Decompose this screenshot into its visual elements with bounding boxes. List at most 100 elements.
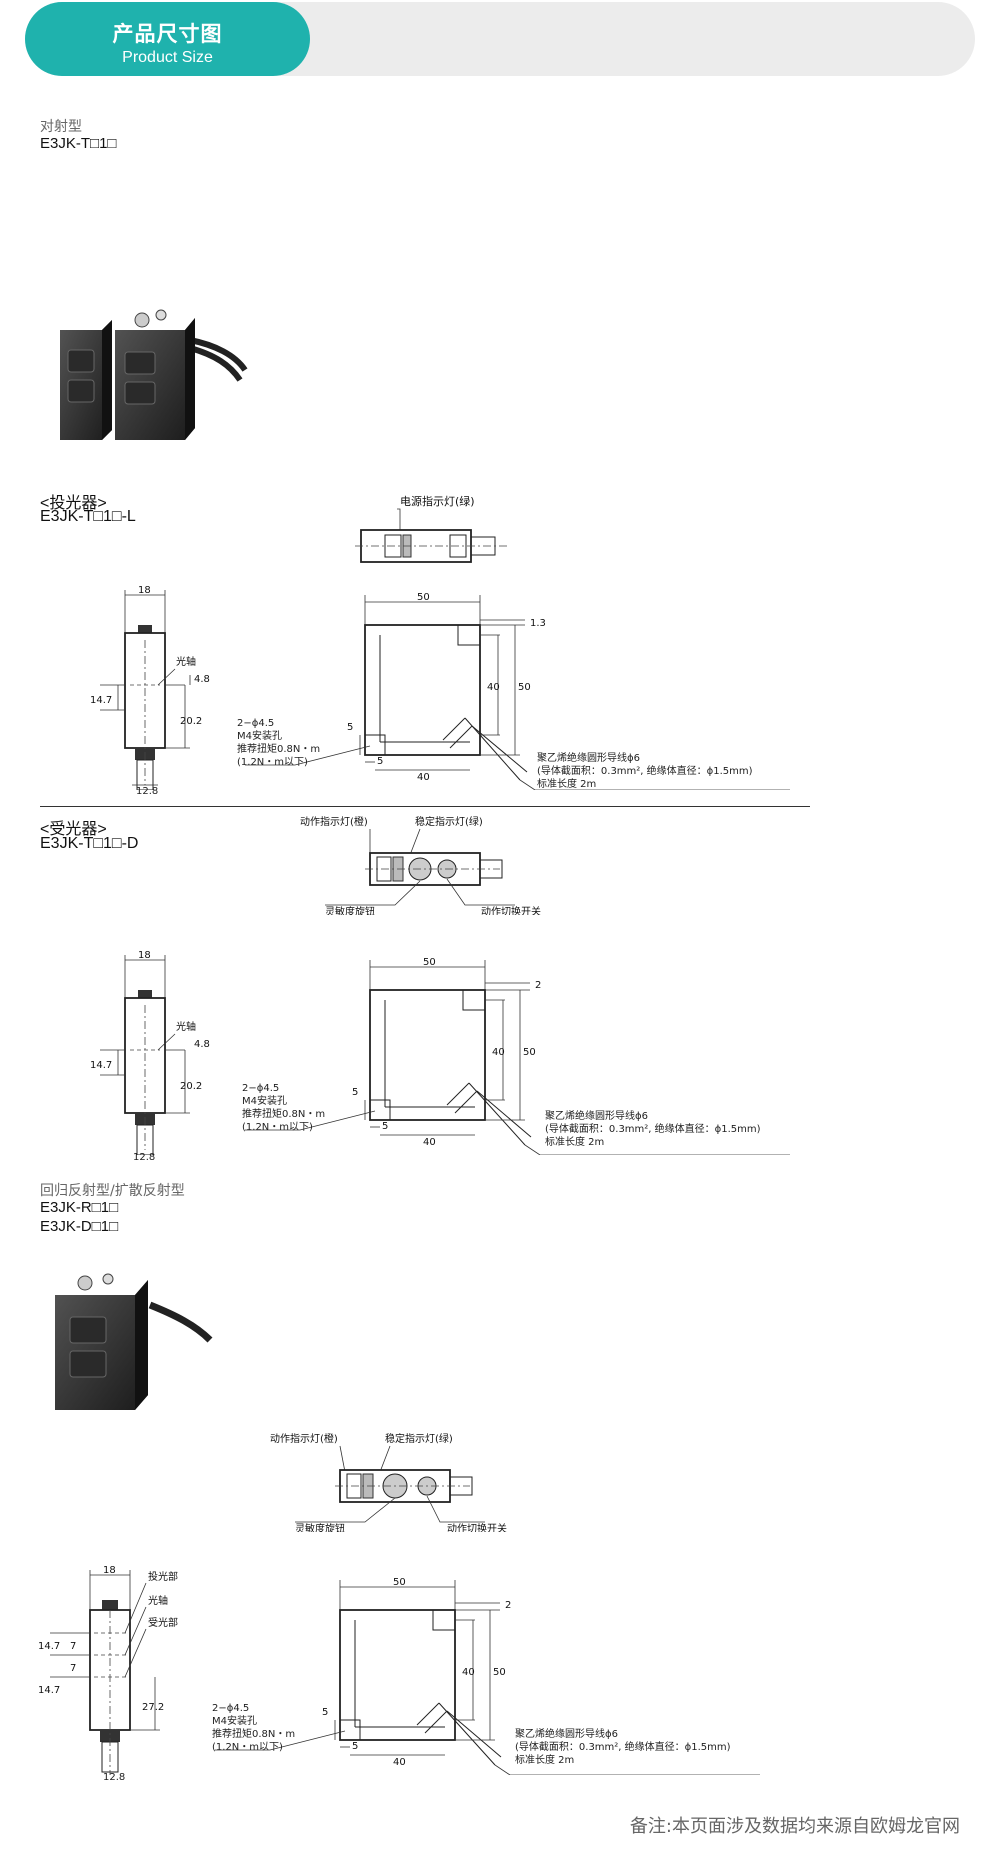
type-label-through-beam: 对射型 xyxy=(40,119,82,135)
section-divider xyxy=(40,806,810,807)
cable-line: 标准长度 2m xyxy=(515,1755,575,1766)
hole-line: M4安装孔 xyxy=(237,731,282,742)
dim-reflective-5b: 5 xyxy=(352,1741,358,1752)
hole-line: M4安装孔 xyxy=(212,1716,257,1727)
dim-receiver-18: 18 xyxy=(138,950,151,961)
dim-reflective-40: 40 xyxy=(393,1757,406,1768)
dim-emitter-40v: 40 xyxy=(487,682,500,693)
emitter-top-view: 电源指示灯(绿) xyxy=(355,495,510,563)
dim-reflective-27-2: 27.2 xyxy=(142,1702,164,1713)
receiver-front-view: 50 2 40 50 5 5 40 xyxy=(245,957,790,1155)
cable-line: (导体截面积：0.3mm², 绝缘体直径：ϕ1.5mm) xyxy=(545,1124,761,1135)
stable-led-callout-2: 稳定指示灯(绿) xyxy=(385,1432,453,1445)
dim-emitter-50: 50 xyxy=(417,592,430,603)
type-label-reflective: 回归反射型/扩散反射型 xyxy=(40,1183,185,1199)
header-title-cn: 产品尺寸图 xyxy=(112,22,223,46)
cable-line: (导体截面积：0.3mm², 绝缘体直径：ϕ1.5mm) xyxy=(537,766,753,777)
dim-reflective-2: 2 xyxy=(505,1600,511,1611)
mode-switch-callout-2: 动作切换开关 xyxy=(447,1522,507,1532)
dim-reflective-14-7b: 14.7 xyxy=(38,1685,60,1696)
hole-line: 推荐扭矩0.8N・m xyxy=(242,1109,326,1120)
stable-led-callout: 稳定指示灯(绿) xyxy=(415,815,483,828)
model-diffuse: E3JK-D□1□ xyxy=(40,1218,119,1235)
cable-line: 聚乙烯绝缘圆形导线ϕ6 xyxy=(537,753,640,764)
receiver-cable-note: 聚乙烯绝缘圆形导线ϕ6 (导体截面积：0.3mm², 绝缘体直径：ϕ1.5mm)… xyxy=(545,1110,761,1149)
reflective-side-view: 18 投光部 光轴 受光部 14.7 7 7 14.7 27.2 xyxy=(38,1565,178,1775)
cable-line: 聚乙烯绝缘圆形导线ϕ6 xyxy=(515,1729,618,1740)
dim-reflective-7a: 7 xyxy=(70,1641,76,1652)
dim-receiver-5a: 5 xyxy=(352,1087,358,1098)
dim-emitter-14-7: 14.7 xyxy=(90,695,112,706)
dim-reflective-5a: 5 xyxy=(322,1707,328,1718)
hole-line: 2−ϕ4.5 xyxy=(237,718,275,729)
dim-emitter-50v: 50 xyxy=(518,682,531,693)
emitter-side-view: 18 光轴 4.8 14.7 20.2 xyxy=(90,585,210,790)
cable-line: (导体截面积：0.3mm², 绝缘体直径：ϕ1.5mm) xyxy=(515,1742,731,1753)
dim-emitter-12-8: 12.8 xyxy=(136,786,159,797)
cable-line: 标准长度 2m xyxy=(537,779,597,790)
model-retroreflective: E3JK-R□1□ xyxy=(40,1199,119,1216)
dim-receiver-50: 50 xyxy=(423,957,436,968)
dim-receiver-20-2: 20.2 xyxy=(180,1081,202,1092)
dim-receiver-4-8: 4.8 xyxy=(194,1039,210,1050)
mode-switch-callout: 动作切换开关 xyxy=(481,905,541,915)
dim-reflective-14-7a: 14.7 xyxy=(38,1641,60,1652)
dim-emitter-40: 40 xyxy=(417,772,430,783)
dim-reflective-12-8: 12.8 xyxy=(103,1772,126,1783)
emitter-hole-note: 2−ϕ4.5 M4安装孔 推荐扭矩0.8N・m (1.2N・m以下) xyxy=(237,717,320,769)
hole-line: 推荐扭矩0.8N・m xyxy=(212,1729,296,1740)
model-through-beam: E3JK-T□1□ xyxy=(40,135,117,152)
dim-receiver-40v: 40 xyxy=(492,1047,505,1058)
emitter-model: E3JK-T□1□-L xyxy=(40,508,136,525)
action-led-callout-2: 动作指示灯(橙) xyxy=(270,1432,338,1445)
dim-emitter-5b: 5 xyxy=(377,756,383,767)
hole-line: (1.2N・m以下) xyxy=(237,757,308,768)
dim-emitter-5a: 5 xyxy=(347,722,353,733)
dim-receiver-40: 40 xyxy=(423,1137,436,1148)
dim-reflective-50v: 50 xyxy=(493,1667,506,1678)
dim-reflective-18: 18 xyxy=(103,1565,116,1576)
dim-receiver-2: 2 xyxy=(535,980,541,991)
cable-line: 标准长度 2m xyxy=(545,1137,605,1148)
receiver-title: <受光器> xyxy=(40,821,107,838)
reflective-hole-note: 2−ϕ4.5 M4安装孔 推荐扭矩0.8N・m (1.2N・m以下) xyxy=(212,1702,295,1754)
product-photo-through-beam xyxy=(60,309,248,440)
dim-emitter-4-8: 4.8 xyxy=(194,674,210,685)
receiver-hole-note: 2−ϕ4.5 M4安装孔 推荐扭矩0.8N・m (1.2N・m以下) xyxy=(242,1082,325,1134)
hole-line: 推荐扭矩0.8N・m xyxy=(237,744,321,755)
emitter-part-callout: 投光部 xyxy=(148,1570,178,1583)
dim-emitter-1-3: 1.3 xyxy=(530,618,546,629)
sensitivity-knob-callout-2: 灵敏度旋钮 xyxy=(295,1522,345,1532)
hole-line: 2−ϕ4.5 xyxy=(242,1083,280,1094)
emitter-front-view: 50 1.3 40 50 5 5 40 xyxy=(245,592,790,790)
emitter-cable-note: 聚乙烯绝缘圆形导线ϕ6 (导体截面积：0.3mm², 绝缘体直径：ϕ1.5mm)… xyxy=(537,752,753,791)
power-led-callout: 电源指示灯(绿) xyxy=(400,495,475,508)
dim-receiver-12-8: 12.8 xyxy=(133,1152,156,1163)
sensitivity-knob-callout: 灵敏度旋钮 xyxy=(325,905,375,915)
receiver-side-view: 18 光轴 4.8 14.7 20.2 xyxy=(90,950,210,1155)
dim-receiver-50v: 50 xyxy=(523,1047,536,1058)
action-led-callout: 动作指示灯(橙) xyxy=(300,815,368,828)
dim-receiver-5b: 5 xyxy=(382,1121,388,1132)
dim-emitter-20-2: 20.2 xyxy=(180,716,202,727)
emitter-title: <投光器> xyxy=(40,495,107,512)
reflective-front-view: 50 2 40 50 5 5 40 xyxy=(215,1577,760,1775)
optical-axis-callout-receiver: 光轴 xyxy=(176,1020,196,1033)
receiver-model: E3JK-T□1□-D xyxy=(40,835,139,852)
dim-emitter-18: 18 xyxy=(138,585,151,596)
optical-axis-callout-emitter: 光轴 xyxy=(176,655,196,668)
dim-reflective-40v: 40 xyxy=(462,1667,475,1678)
hole-line: (1.2N・m以下) xyxy=(212,1742,283,1753)
header-title-en: Product Size xyxy=(122,49,213,66)
optical-axis-callout-2: 光轴 xyxy=(148,1594,168,1607)
hole-line: M4安装孔 xyxy=(242,1096,287,1107)
reflective-top-view: 动作指示灯(橙) 稳定指示灯(绿) 灵敏度旋钮 动作切换开关 xyxy=(270,1432,507,1532)
footer-note: 备注:本页面涉及数据均来源自欧姆龙官网 xyxy=(629,1816,960,1837)
receiver-part-callout: 受光部 xyxy=(148,1616,178,1629)
dim-reflective-7b: 7 xyxy=(70,1663,76,1674)
receiver-top-view: 动作指示灯(橙) 稳定指示灯(绿) 灵敏度旋钮 动作切换开关 xyxy=(300,815,541,915)
reflective-cable-note: 聚乙烯绝缘圆形导线ϕ6 (导体截面积：0.3mm², 绝缘体直径：ϕ1.5mm)… xyxy=(515,1728,731,1767)
section-header: 产品尺寸图 Product Size xyxy=(25,2,310,76)
dim-reflective-50: 50 xyxy=(393,1577,406,1588)
hole-line: 2−ϕ4.5 xyxy=(212,1703,250,1714)
